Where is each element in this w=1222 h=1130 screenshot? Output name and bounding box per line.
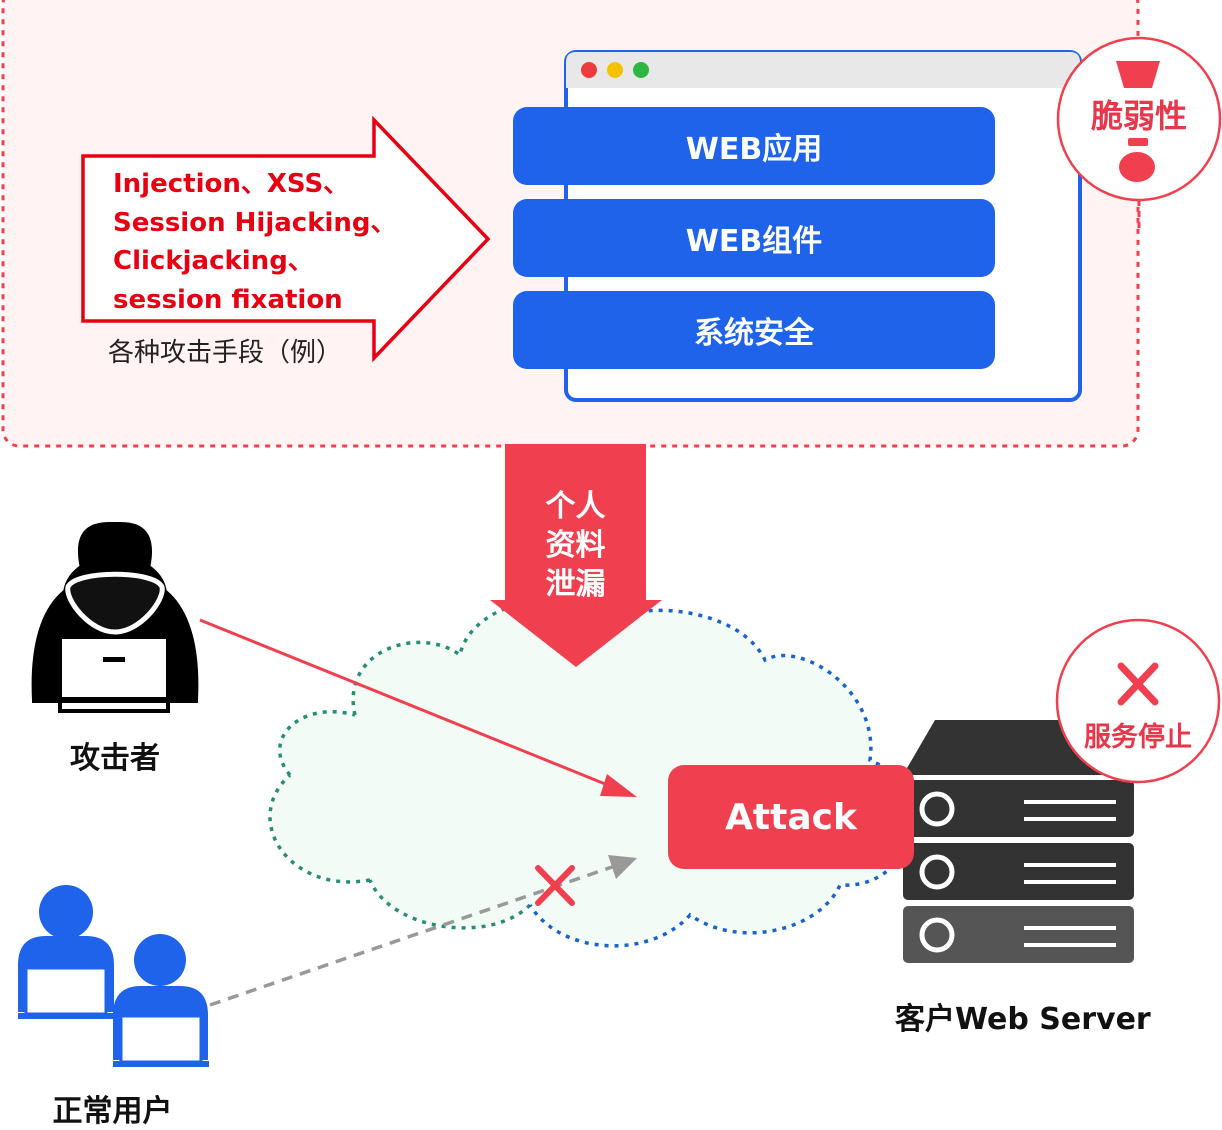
attacker-label: 攻击者 — [70, 741, 160, 776]
users-icon — [18, 885, 209, 1067]
stop-cross-icon — [1117, 662, 1159, 706]
attack-path — [199, 618, 616, 790]
layer-system-security: 系统安全 — [513, 291, 995, 369]
service-stopped-badge — [1055, 618, 1221, 784]
layer-web-components: WEB组件 — [513, 199, 995, 277]
leak-label: 个人 资料 泄漏 — [505, 487, 646, 604]
server-label: 客户Web Server — [895, 1002, 1151, 1037]
attack-method-item: Clickjacking、 — [113, 246, 314, 276]
service-stopped-label: 服务停止 — [1084, 722, 1192, 753]
window-minimize-dot — [607, 62, 623, 78]
blocked-cross-icon — [535, 865, 575, 906]
attack-method-item: session fixation — [113, 284, 343, 315]
leak-label-line: 个人 — [545, 489, 606, 524]
blocked-user-path — [209, 864, 616, 1007]
hacker-icon — [31, 521, 199, 713]
blocked-user-path-arrowhead — [608, 855, 637, 879]
attack-methods-arrow — [81, 115, 491, 363]
attack-box: Attack — [668, 765, 914, 869]
leak-arrow — [490, 444, 662, 667]
exclamation-icon — [1116, 61, 1160, 88]
vulnerability-label: 脆弱性 — [1090, 97, 1187, 135]
leak-label-line: 资料 — [545, 528, 606, 563]
attack-methods-caption: 各种攻击手段（例） — [108, 338, 343, 368]
normal-users-label: 正常用户 — [52, 1094, 173, 1129]
attack-path-arrowhead — [600, 774, 637, 797]
window-maximize-dot — [633, 62, 649, 78]
layer-web-application: WEB应用 — [513, 107, 995, 185]
attack-method-item: Session Hijacking、 — [113, 207, 397, 238]
window-close-dot — [581, 62, 597, 78]
vulnerability-badge — [1056, 36, 1222, 228]
attack-methods-list: Injection、XSS、 Session Hijacking、 Clickj… — [113, 165, 397, 319]
attack-method-item: Injection、XSS、 — [113, 169, 350, 199]
leak-label-line: 泄漏 — [545, 567, 606, 602]
